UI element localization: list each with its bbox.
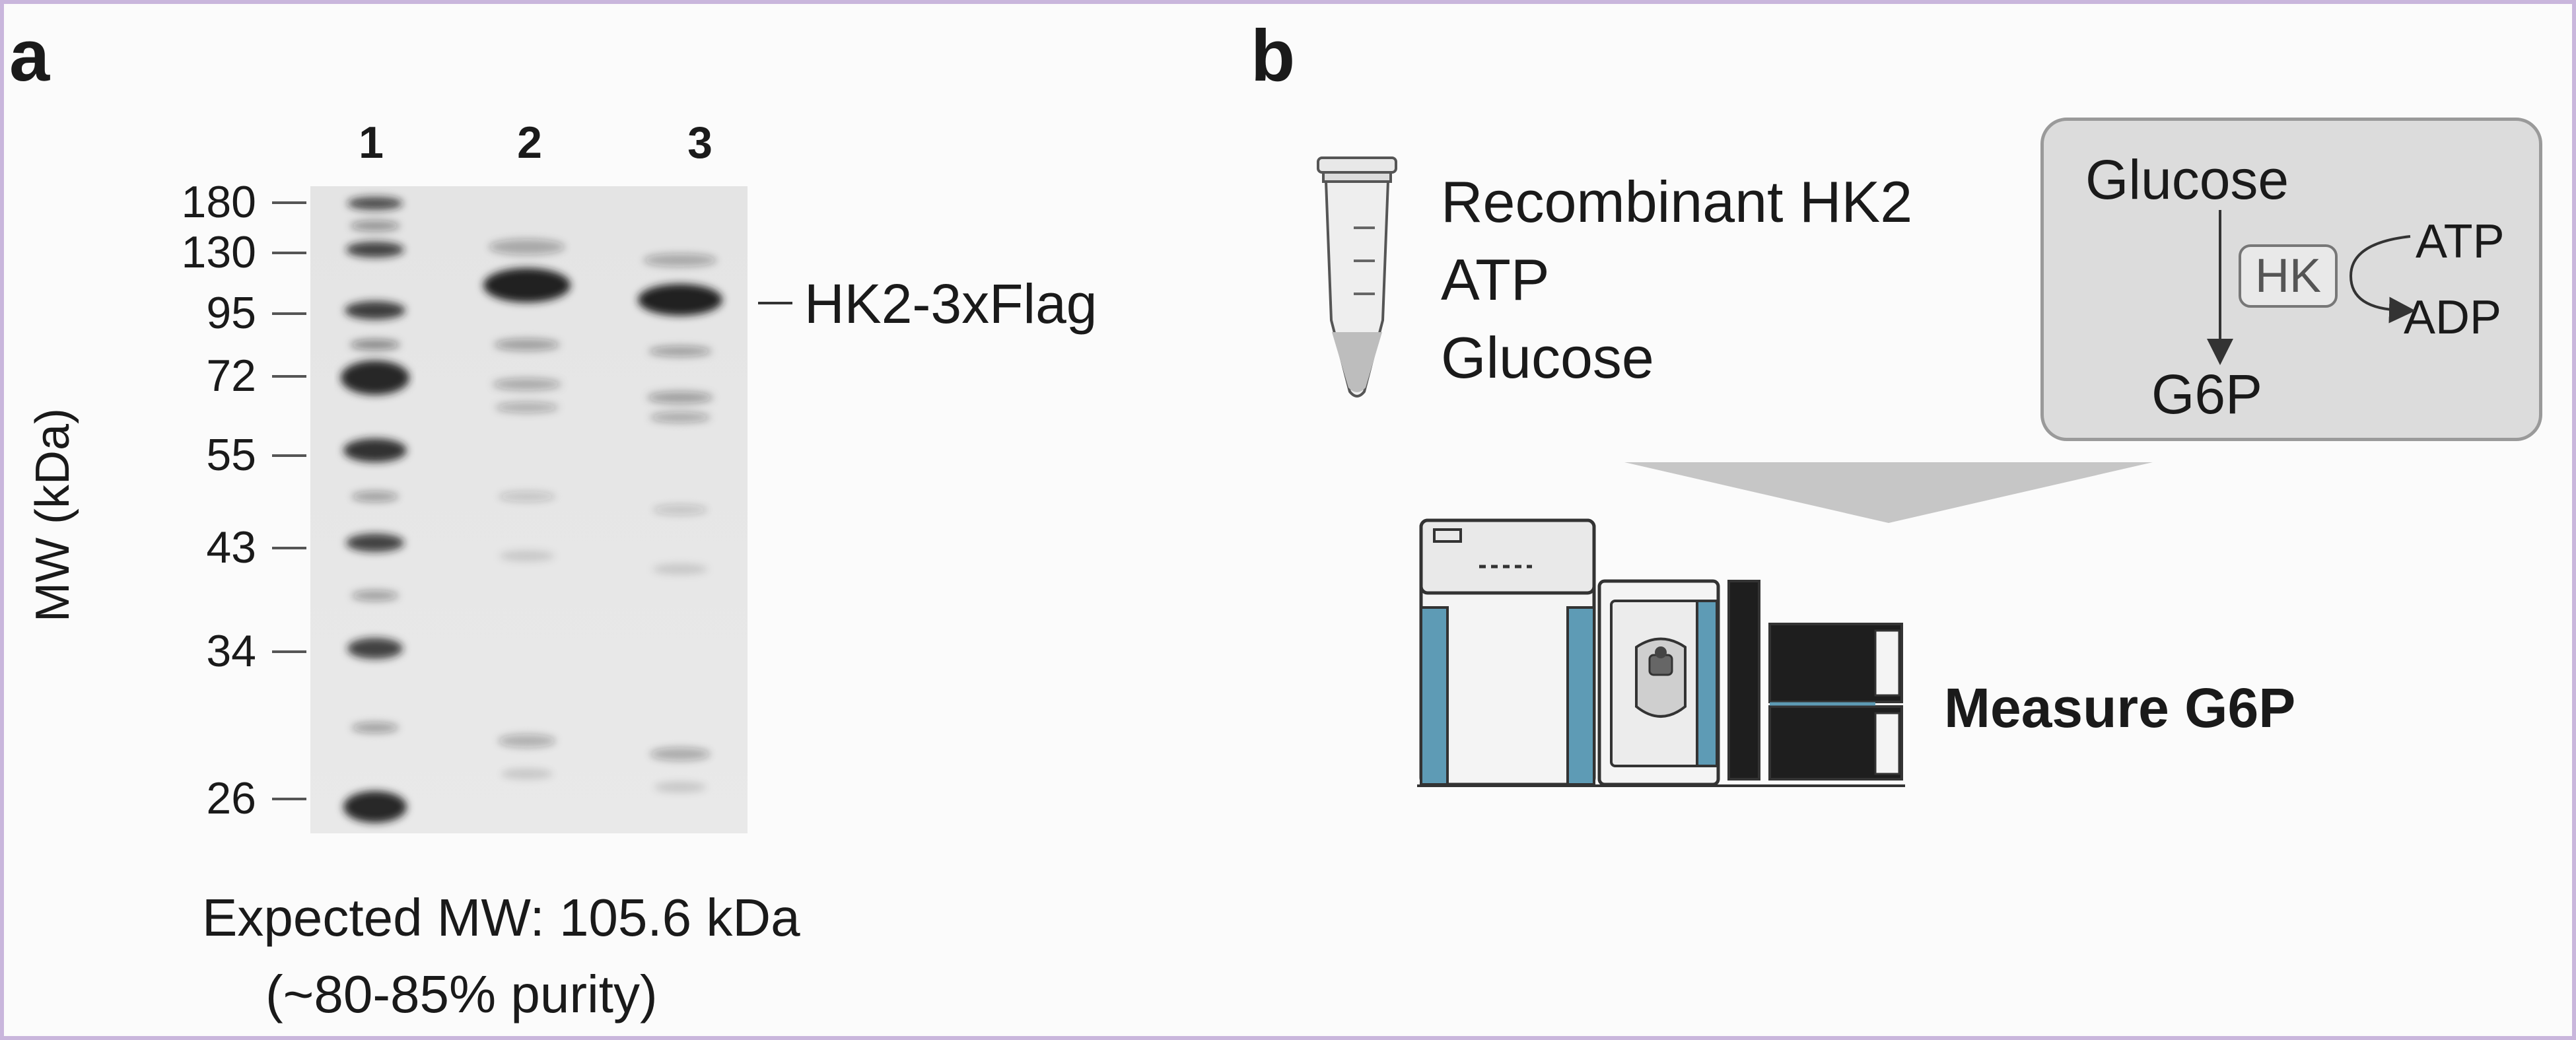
mw-marker-34: 34 bbox=[206, 626, 256, 676]
mw-tick-130 bbox=[272, 252, 306, 254]
sample-lane-3 bbox=[638, 254, 722, 792]
panel-b-letter: b bbox=[1251, 15, 1296, 96]
mw-tick-95 bbox=[272, 312, 306, 315]
purity-caption: (~80-85% purity) bbox=[265, 965, 658, 1023]
mw-marker-72: 72 bbox=[206, 351, 256, 401]
expected-mw-caption: Expected MW: 105.6 kDa bbox=[202, 888, 800, 947]
mw-marker-130: 130 bbox=[181, 227, 256, 277]
reaction-arrows bbox=[2207, 210, 2416, 365]
lc-ms-instrument-icon bbox=[1417, 518, 1905, 787]
hk2-band-label: HK2-3xFlag bbox=[804, 273, 1097, 335]
lane-1-label: 1 bbox=[359, 118, 384, 168]
mw-marker-26: 26 bbox=[206, 773, 256, 823]
panel-a-letter: a bbox=[9, 15, 50, 96]
lane-3-label: 3 bbox=[687, 118, 713, 168]
sds-page-gel bbox=[310, 186, 748, 833]
tube-item-atp: ATP bbox=[1441, 247, 1550, 312]
sample-lane-2 bbox=[483, 239, 571, 779]
process-arrow-icon bbox=[1624, 462, 2153, 523]
gel-bands bbox=[310, 186, 748, 833]
mw-tick-55 bbox=[272, 454, 306, 457]
mw-marker-43: 43 bbox=[206, 522, 256, 572]
reaction-substrate: Glucose bbox=[2085, 149, 2289, 211]
ladder-lane bbox=[341, 197, 409, 823]
mw-tick-43 bbox=[272, 547, 306, 549]
curved-arrow-icon bbox=[2349, 235, 2416, 324]
reaction-cofactor-atp: ATP bbox=[2416, 215, 2505, 268]
enzyme-hk-label: HK bbox=[2239, 244, 2338, 308]
mw-tick-34 bbox=[272, 650, 306, 653]
band-pointer-line bbox=[758, 302, 792, 304]
tube-item-recombinant-hk2: Recombinant HK2 bbox=[1441, 169, 1913, 234]
lane-2-label: 2 bbox=[517, 118, 542, 168]
reaction-tube-icon bbox=[1317, 156, 1397, 398]
mw-marker-180: 180 bbox=[181, 177, 256, 227]
reaction-product: G6P bbox=[2151, 363, 2263, 425]
mw-marker-95: 95 bbox=[206, 288, 256, 338]
measure-g6p-label: Measure G6P bbox=[1944, 677, 2296, 739]
y-axis-label: MW (kDa) bbox=[26, 408, 79, 622]
reaction-cofactor-adp: ADP bbox=[2404, 291, 2502, 344]
tube-item-glucose: Glucose bbox=[1441, 325, 1654, 390]
mw-tick-72 bbox=[272, 375, 306, 378]
mw-tick-26 bbox=[272, 798, 306, 800]
mw-tick-180 bbox=[272, 201, 306, 204]
mw-marker-55: 55 bbox=[206, 430, 256, 480]
